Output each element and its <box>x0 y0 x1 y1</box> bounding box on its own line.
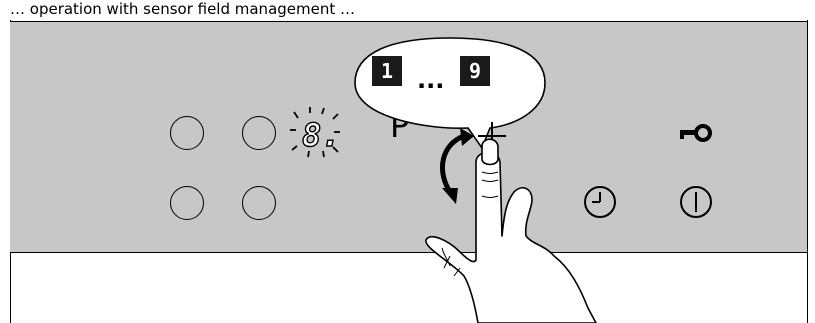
frame-right-edge <box>807 20 808 323</box>
power-icon[interactable] <box>678 184 714 220</box>
cooking-zone-top-left-button[interactable] <box>170 116 204 150</box>
power-level-value: 8. <box>302 116 341 154</box>
blinking-digit-icon: 8. <box>288 106 344 158</box>
caption-text: … operation with sensor field management… <box>10 0 355 18</box>
power-level-display: 8. <box>288 106 344 158</box>
range-max-value: 9 <box>460 56 490 86</box>
cooking-zone-top-right-button[interactable] <box>242 116 276 150</box>
top-caption: … operation with sensor field management… <box>10 0 355 18</box>
pointing-hand-illustration <box>420 136 650 323</box>
key-lock-icon[interactable] <box>678 118 714 148</box>
cooking-zone-bottom-right-button[interactable] <box>242 186 276 220</box>
range-min-value: 1 <box>372 56 402 86</box>
range-separator: ... <box>417 66 444 94</box>
cooking-zone-bottom-left-button[interactable] <box>170 186 204 220</box>
